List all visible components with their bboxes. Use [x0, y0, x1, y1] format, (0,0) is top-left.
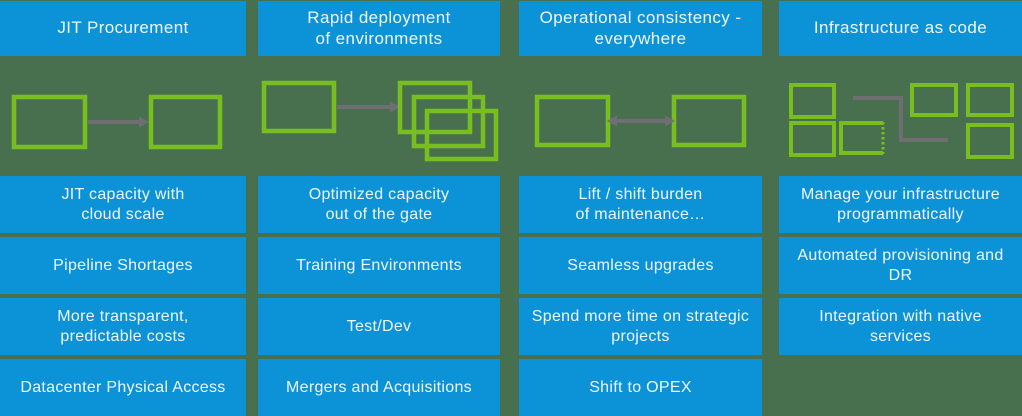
box-to-stacked-boxes-arrow-icon: [261, 80, 499, 162]
benefit-item: Test/Dev: [258, 298, 500, 355]
box-to-stacked-boxes-arrow-icon: [258, 56, 500, 172]
boxes-bidirectional-arrow-icon: [534, 94, 747, 148]
box-bottom-right-shape: [966, 123, 1014, 159]
right-box-shape: [671, 94, 747, 148]
stacked-box-front-shape: [424, 108, 499, 162]
column-rapid-deployment: Rapid deployment of environments Optimiz…: [258, 1, 500, 416]
connected-boxes-stepped-connector-icon: [779, 56, 1022, 172]
benefit-item: Lift / shift burden of maintenance…: [519, 176, 762, 233]
column-infrastructure-as-code: Infrastructure as code Manage your infra…: [779, 1, 1022, 355]
stacked-box-back-shape: [397, 80, 473, 135]
benefit-item: Training Environments: [258, 237, 500, 294]
arrow-head-left: [607, 115, 617, 127]
source-box-shape: [11, 94, 88, 150]
stepped-connector-line: [853, 96, 948, 142]
column-title: Infrastructure as code: [779, 1, 1022, 56]
box-top-right-shape: [966, 83, 1014, 117]
benefit-item: Datacenter Physical Access: [0, 359, 246, 416]
benefit-item: Spend more time on strategic projects: [519, 298, 762, 355]
benefit-item: Automated provisioning and DR: [779, 237, 1022, 294]
arrow-head-right: [390, 101, 400, 113]
connected-boxes-stepped-connector-icon: [789, 83, 1014, 159]
box-to-box-arrow-icon: [0, 56, 246, 172]
benefit-item: JIT capacity with cloud scale: [0, 176, 246, 233]
column-title: Operational consistency - everywhere: [519, 1, 762, 56]
benefit-item: Optimized capacity out of the gate: [258, 176, 500, 233]
dashed-box-shape: [839, 121, 883, 155]
benefit-item: Mergers and Acquisitions: [258, 359, 500, 416]
box-top-middle-shape: [910, 83, 958, 117]
column-title: Rapid deployment of environments: [258, 1, 500, 56]
stacked-box-middle-shape: [411, 94, 486, 149]
boxes-bidirectional-arrow-icon: [519, 56, 762, 172]
left-box-shape: [534, 94, 611, 148]
box-top-left-shape: [789, 83, 836, 119]
benefit-item: Integration with native services: [779, 298, 1022, 355]
column-jit-procurement: JIT Procurement JIT capacity with cloud …: [0, 1, 246, 416]
column-operational-consistency: Operational consistency - everywhere Lif…: [519, 1, 762, 416]
arrow-head-right: [139, 116, 149, 128]
arrow-head-right: [665, 115, 675, 127]
benefit-item: More transparent, predictable costs: [0, 298, 246, 355]
benefit-item: Manage your infrastructure programmatica…: [779, 176, 1022, 233]
benefit-item: Seamless upgrades: [519, 237, 762, 294]
benefit-item: Pipeline Shortages: [0, 237, 246, 294]
benefit-item: Shift to OPEX: [519, 359, 762, 416]
box-bottom-left-shape: [789, 121, 836, 157]
target-box-shape: [148, 94, 223, 150]
source-box-shape: [261, 80, 337, 134]
column-title: JIT Procurement: [0, 1, 246, 56]
box-to-box-arrow-icon: [11, 94, 223, 150]
